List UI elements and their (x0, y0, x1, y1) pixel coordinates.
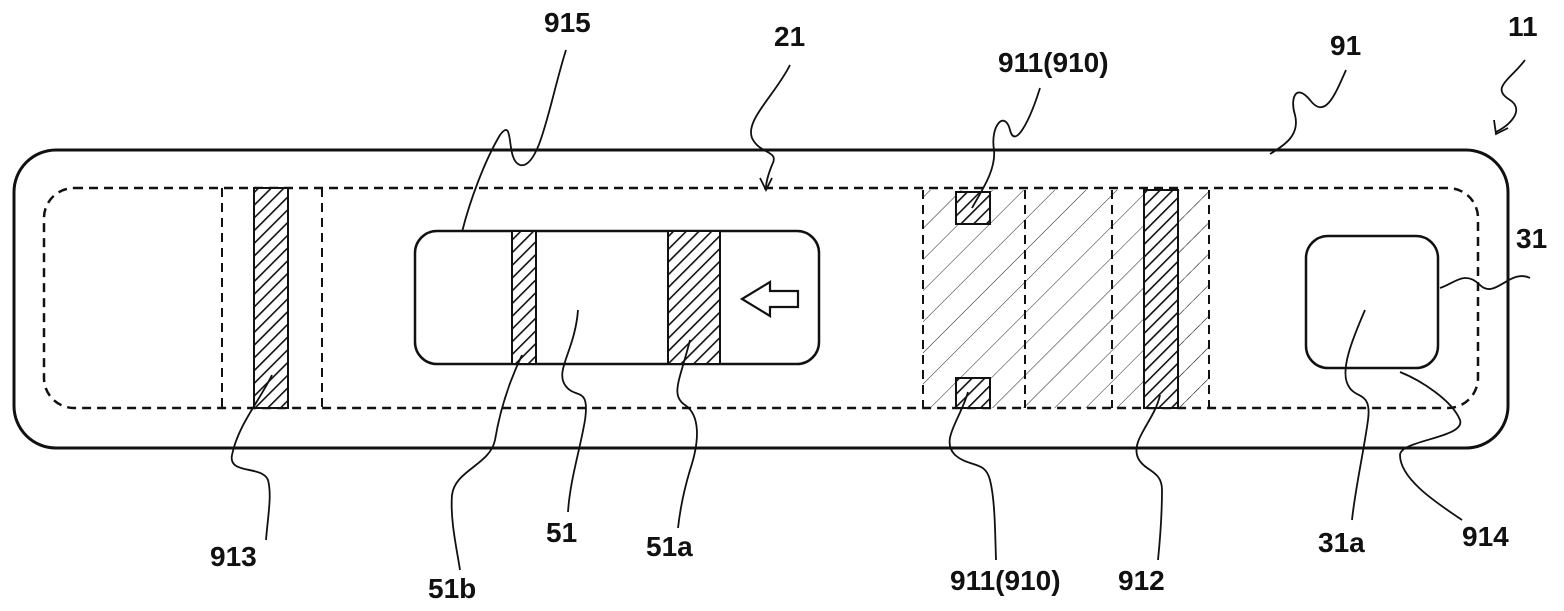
leader-lines (231, 49, 1531, 571)
label-913: 913 (210, 541, 257, 572)
region-910 (922, 189, 1210, 409)
label-911-bottom: 911(910) (950, 565, 1061, 596)
label-31: 31 (1516, 223, 1547, 254)
label-31a: 31a (1318, 527, 1365, 558)
label-91: 91 (1330, 30, 1361, 61)
window-915 (413, 229, 821, 366)
test-strip-21-outline (42, 186, 1480, 410)
label-21: 21 (774, 21, 805, 52)
label-914: 914 (1462, 521, 1509, 552)
label-51b: 51b (428, 573, 476, 604)
section-913 (221, 187, 323, 409)
label-915: 915 (544, 7, 591, 38)
band-913 (253, 187, 289, 409)
band-51b (511, 230, 537, 365)
label-51a: 51a (646, 531, 693, 562)
label-11: 11 (1508, 11, 1538, 42)
label-51: 51 (546, 517, 577, 548)
band-51a (667, 230, 721, 365)
pad-911-bottom (955, 377, 991, 409)
left-arrow-icon (739, 280, 800, 318)
housing-91-outline (12, 148, 1510, 450)
window-915-outline (413, 229, 821, 366)
label-911-top: 911(910) (998, 47, 1109, 78)
band-912 (1143, 189, 1179, 409)
sample-port-31 (1304, 234, 1440, 370)
label-912: 912 (1118, 565, 1165, 596)
